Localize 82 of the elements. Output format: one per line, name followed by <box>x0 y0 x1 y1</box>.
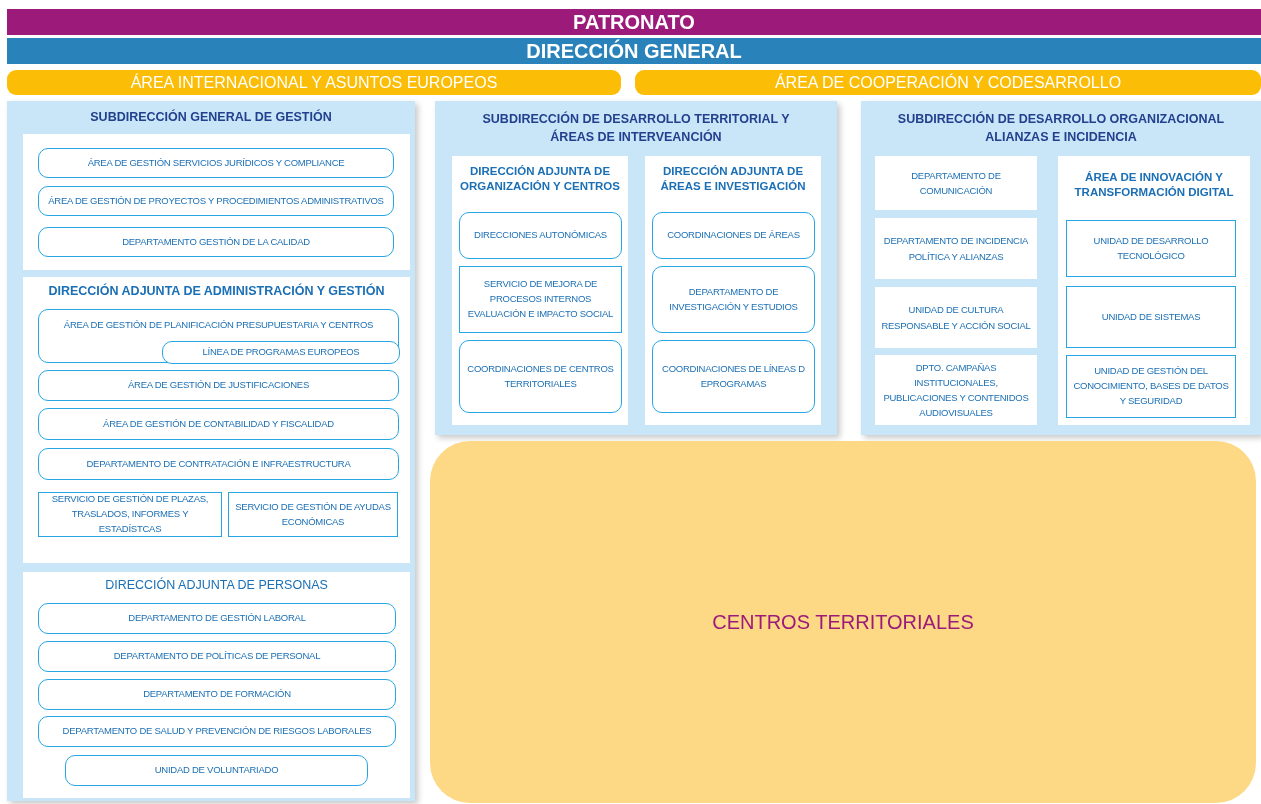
unit-label: SERVICIO DE GESTIÓN DE AYUDAS ECONÓMICAS <box>235 499 391 529</box>
unit-label: DEPARTAMENTO GESTIÓN DE LA CALIDAD <box>122 234 310 249</box>
unit-label: ÁREA DE GESTIÓN SERVICIOS JURÍDICOS Y COMPLIANCE <box>87 155 345 170</box>
panel-heading: DIRECCIÓN ADJUNTA DE ORGANIZACIÓN Y CENTROS <box>459 164 621 194</box>
unit-label: ÁREA DE GESTIÓN DE CONTABILIDAD Y FISCALIDAD <box>103 416 334 431</box>
section-panel <box>861 101 1261 435</box>
subsection-panel <box>23 572 410 798</box>
unit-label: DEPARTAMENTO DE INCIDENCIA POLÍTICA Y ALIANZAS <box>882 234 1030 264</box>
unit-box <box>65 755 368 786</box>
unit-label: UNIDAD DE CULTURA RESPONSABLE Y ACCIÓN SOCIAL <box>881 303 1031 333</box>
unit-label: DEPARTAMENTO DE COMUNICACIÓN <box>910 168 1002 198</box>
unit-label: DEPARTAMENTO DE GESTIÓN LABORAL <box>128 611 306 626</box>
panel-heading: SUBDIRECCIÓN DE DESARROLLO ORGANIZACIONAL ALIANZAS E INCIDENCIA <box>896 110 1226 147</box>
unit-box <box>38 370 399 401</box>
unit-box <box>38 448 399 480</box>
unit-box <box>652 212 815 259</box>
unit-box <box>875 287 1037 348</box>
unit-box <box>652 266 815 333</box>
unit-label: UNIDAD DE VOLUNTARIADO <box>154 763 279 778</box>
inner-panel <box>23 134 410 270</box>
unit-box <box>228 492 398 537</box>
unit-box <box>875 355 1037 425</box>
unit-label: COORDINACIONES DE LÍNEAS D EPROGRAMAS <box>661 361 806 391</box>
header-bar <box>7 9 1261 35</box>
unit-box <box>875 218 1037 279</box>
unit-label: UNIDAD DE GESTIÓN DEL CONOCIMIENTO, BASES DE DATOS Y SEGURIDAD <box>1073 364 1229 408</box>
unit-box <box>652 340 815 413</box>
unit-box <box>38 716 396 747</box>
section-panel <box>435 101 837 435</box>
unit-box <box>38 309 399 363</box>
unit-label: COORDINACIONES DE ÁREAS <box>667 228 800 243</box>
subsection-panel <box>645 156 821 425</box>
unit-label: DEPARTAMENTO DE INVESTIGACIÓN Y ESTUDIOS <box>668 284 799 314</box>
panel-heading: DIRECCIÓN ADJUNTA DE ÁREAS E INVESTIGACIÓN <box>659 164 807 194</box>
unit-box <box>38 408 399 440</box>
unit-label: UNIDAD DE SISTEMAS <box>1101 309 1201 324</box>
area-bar <box>7 70 621 95</box>
unit-label: DEPARTAMENTO DE SALUD Y PREVENCIÓN DE RIESGOS LABORALES <box>62 724 372 739</box>
unit-label: ÁREA DE GESTIÓN DE PROYECTOS Y PROCEDIMIENTOS ADMINISTRATIVOS <box>48 193 384 208</box>
unit-box <box>1066 355 1236 418</box>
unit-box <box>38 227 394 257</box>
unit-label: COORDINACIONES DE CENTROS TERRITORIALES <box>466 361 615 391</box>
panel-heading: SUBDIRECCIÓN DE DESARROLLO TERRITORIAL Y ÁREAS DE INTERVEANCIÓN <box>481 110 791 147</box>
unit-box <box>459 212 622 259</box>
unit-label: DIRECCIONES AUTONÓMICAS <box>474 228 607 243</box>
unit-label: ÁREA DE GESTIÓN DE JUSTIFICACIONES <box>128 378 309 393</box>
unit-box <box>38 641 396 672</box>
bar-title: ÁREA DE COOPERACIÓN Y CODESARROLLO <box>774 73 1122 92</box>
unit-box <box>459 340 622 413</box>
unit-label: LÍNEA DE PROGRAMAS EUROPEOS <box>202 345 360 360</box>
panel-heading: DIRECCIÓN ADJUNTA DE ADMINISTRACIÓN Y GESTIÓN <box>47 283 386 300</box>
unit-box <box>875 156 1037 210</box>
bar-title: PATRONATO <box>573 10 695 34</box>
unit-label: DEPARTAMENTO DE FORMACIÓN <box>143 687 291 702</box>
bar-title: DIRECCIÓN GENERAL <box>526 39 742 63</box>
unit-box <box>38 186 394 216</box>
bar-title: ÁREA INTERNACIONAL Y ASUNTOS EUROPEOS <box>130 73 498 92</box>
centers-panel <box>430 441 1256 803</box>
header-bar <box>7 38 1261 64</box>
unit-box <box>162 341 400 364</box>
subsection-panel <box>1058 156 1250 425</box>
unit-label: DEPARTAMENTO DE POLÍTICAS DE PERSONAL <box>113 649 321 664</box>
unit-box <box>1066 286 1236 348</box>
area-bar <box>635 70 1261 95</box>
unit-box <box>38 148 394 178</box>
unit-label: UNIDAD DE DESARROLLO TECNOLÓGICO <box>1092 233 1210 263</box>
panel-title: CENTROS TERRITORIALES <box>712 610 974 634</box>
unit-box <box>38 679 396 710</box>
unit-label: SERVICIO DE MEJORA DE PROCESOS INTERNOS EVALUACIÓN E IMPACTO SOCIAL <box>466 277 615 321</box>
unit-box <box>1066 220 1236 277</box>
unit-label: DEPARTAMENTO DE CONTRATACIÓN E INFRAESTRUCTURA <box>86 456 351 471</box>
unit-box <box>38 603 396 634</box>
panel-heading: SUBDIRECCIÓN GENERAL DE GESTIÓN <box>89 108 333 126</box>
unit-label: SERVICIO DE GESTIÓN DE PLAZAS, TRASLADOS, INFORMES Y ESTADÍSTCAS <box>50 492 210 536</box>
subsection-panel <box>452 156 628 425</box>
section-panel <box>7 101 415 801</box>
panel-heading: ÁREA DE INNOVACIÓN Y TRANSFORMACIÓN DIGITAL <box>1073 170 1235 200</box>
subsection-panel <box>23 277 410 563</box>
panel-heading: DIRECCIÓN ADJUNTA DE PERSONAS <box>104 577 329 594</box>
unit-label: DPTO. CAMPAÑAS INSTITUCIONALES, PUBLICACIONES Y CONTENIDOS AUDIOVISUALES <box>882 360 1030 421</box>
unit-box <box>459 266 622 333</box>
unit-label: ÁREA DE GESTIÓN DE PLANIFICACIÓN PRESUPUESTARIA Y CENTROS <box>62 318 375 332</box>
